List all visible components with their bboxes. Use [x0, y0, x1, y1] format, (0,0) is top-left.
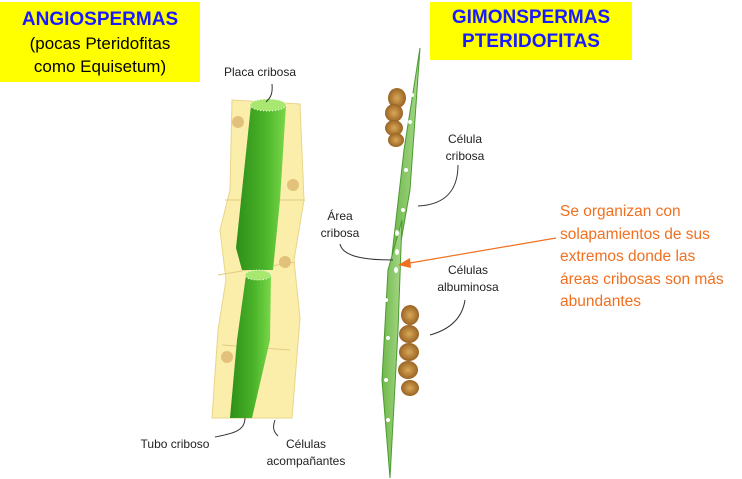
- note-line: solapamientos de sus: [560, 225, 710, 243]
- note-line: áreas cribosas son más: [560, 270, 724, 288]
- label-text: acompañantes: [266, 454, 346, 468]
- note-line: Se organizan con: [560, 203, 681, 220]
- label-celula-cribosa: Célula cribosa: [430, 131, 500, 165]
- gimnospermas-box: GIMONSPERMAS PTERIDOFITAS: [430, 2, 632, 60]
- label-text: Área: [327, 209, 353, 223]
- note-text: Se organizan con solapamientos de sus ex…: [560, 201, 724, 314]
- gimnospermas-title-2: PTERIDOFITAS: [462, 31, 600, 52]
- label-text: cribosa: [320, 226, 360, 240]
- note-arrow: [398, 237, 557, 268]
- label-placa-cribosa: Placa cribosa: [210, 64, 310, 81]
- label-text: Placa cribosa: [223, 65, 297, 79]
- label-text: cribosa: [445, 149, 485, 163]
- sieve-cells: [381, 47, 421, 479]
- label-celulas-acompanantes: Células acompañantes: [256, 436, 356, 470]
- label-area-cribosa: Área cribosa: [305, 208, 375, 242]
- label-text: albuminosa: [437, 280, 499, 294]
- label-text: Células: [447, 263, 489, 277]
- label-text: Célula: [447, 132, 483, 146]
- label-text: Células: [285, 437, 327, 451]
- label-tubo-criboso: Tubo criboso: [130, 436, 220, 453]
- label-text: Tubo criboso: [140, 437, 210, 451]
- note-line: abundantes: [560, 293, 642, 310]
- angiospermas-line2: como Equisetum): [33, 57, 167, 76]
- sieve-tube: [230, 98, 287, 418]
- label-leaders: [214, 83, 466, 438]
- gimnospermas-title-1: GIMONSPERMAS: [451, 7, 611, 28]
- angiospermas-title: ANGIOSPERMAS: [21, 9, 179, 30]
- note-line: extremos donde las: [560, 248, 696, 265]
- label-celulas-albuminosa: Células albuminosa: [428, 262, 508, 296]
- angiospermas-line1: (pocas Pteridofitas: [29, 34, 171, 53]
- albuminous-cells: [385, 88, 419, 396]
- angiospermas-box: ANGIOSPERMAS (pocas Pteridofitas como Eq…: [0, 2, 200, 82]
